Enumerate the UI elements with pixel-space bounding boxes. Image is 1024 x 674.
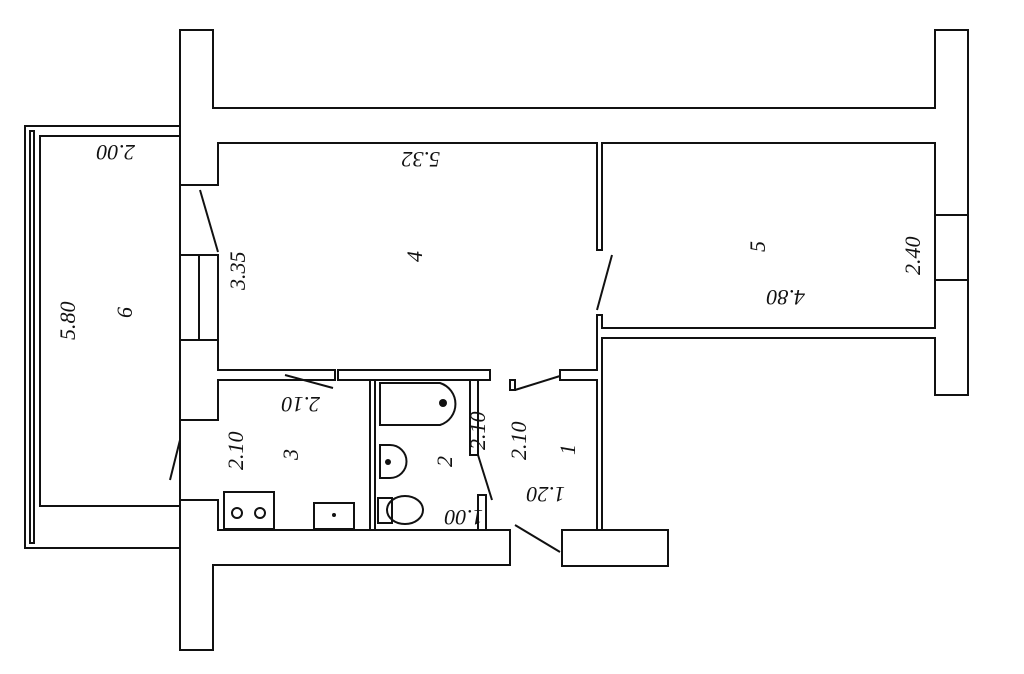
- exterior-wall-top: [179, 29, 969, 251]
- room-3-number: 3: [278, 449, 303, 461]
- exterior-wall-right: [559, 279, 969, 531]
- room-2-number: 2: [432, 456, 457, 467]
- room-6-length: 5.80: [55, 302, 80, 341]
- room-5-length: 4.80: [767, 285, 806, 310]
- room-5-number: 5: [745, 241, 770, 252]
- room-4-number: 4: [402, 251, 427, 262]
- kitchen-sink-icon: [313, 502, 355, 530]
- room-4-width: 3.35: [225, 252, 250, 292]
- room-1-number: 1: [555, 444, 580, 455]
- stove-icon: [223, 491, 275, 530]
- doors: [169, 189, 613, 553]
- exterior-wall-left: [179, 339, 336, 421]
- room-3-length: 2.10: [282, 392, 321, 417]
- room-5-width: 2.40: [900, 237, 925, 276]
- room-3-width: 2.10: [223, 432, 248, 471]
- room-2-length: 1.00: [445, 505, 484, 530]
- window-right: [934, 214, 969, 281]
- room-6-number: 6: [112, 307, 137, 318]
- room-1-width: 2.10: [506, 422, 531, 461]
- balcony-outline: [24, 125, 181, 549]
- room-4-length: 5.32: [402, 147, 441, 172]
- sink-icon: [379, 444, 408, 479]
- bathtub-icon: [379, 382, 457, 426]
- room-2-width: 2.10: [465, 412, 490, 451]
- exterior-wall-bottom: [179, 499, 511, 651]
- room-1-length: 1.20: [527, 482, 566, 507]
- toilet-icon: [377, 495, 424, 525]
- entry-block: [561, 529, 669, 567]
- window-left: [179, 254, 219, 341]
- room-6-width: 2.00: [97, 140, 136, 165]
